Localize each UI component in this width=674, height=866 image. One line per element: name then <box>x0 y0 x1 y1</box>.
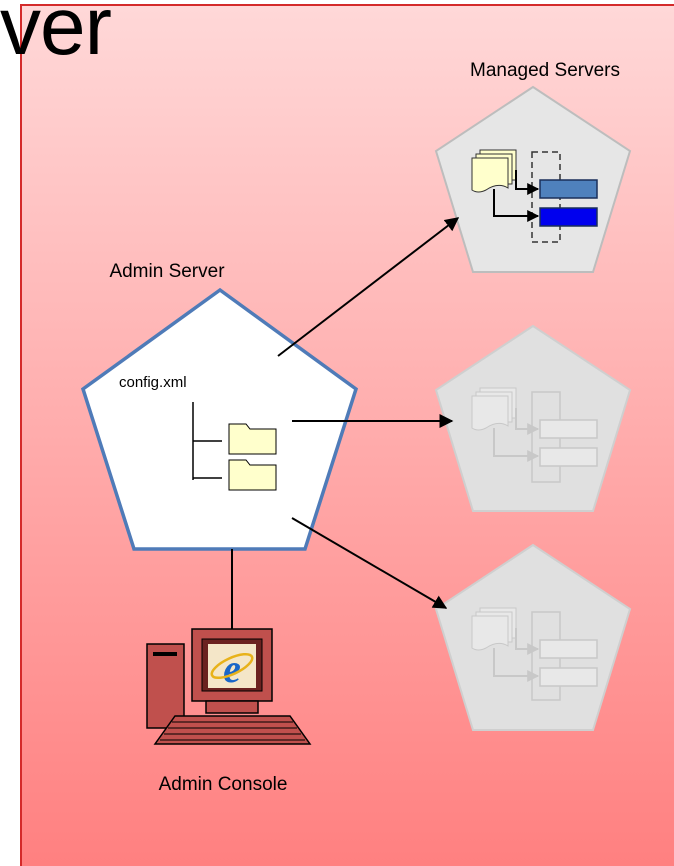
folder-icon <box>228 459 277 491</box>
admin-server-label: Admin Server <box>109 261 225 282</box>
deployment-icon <box>471 149 598 243</box>
admin-console-label: Admin Console <box>159 774 288 795</box>
config-folder-tree <box>192 402 277 491</box>
deployment-box-2 <box>539 207 598 227</box>
managed-servers-label: Managed Servers <box>470 60 620 81</box>
config-file-label: config.xml <box>119 374 187 391</box>
folder-icon <box>228 423 277 455</box>
managed-server-pentagon <box>434 85 632 273</box>
arrow-to-managed-server-1 <box>277 217 460 357</box>
svg-text:e: e <box>223 646 241 691</box>
managed-server-1 <box>434 85 632 273</box>
managed-server-pentagon <box>434 324 632 512</box>
computer-icon: e <box>146 628 312 745</box>
managed-server-2 <box>434 324 632 512</box>
admin-server-pentagon <box>80 287 359 551</box>
deployment-box-1 <box>539 179 598 199</box>
slide-title-fragment: ver <box>0 0 112 72</box>
deployment-icon <box>471 387 598 483</box>
managed-server-3 <box>434 543 632 731</box>
deployment-icon <box>471 607 598 701</box>
internet-explorer-icon: e <box>208 644 256 691</box>
arrow-to-managed-server-3 <box>291 517 448 609</box>
managed-server-pentagon <box>434 543 632 731</box>
